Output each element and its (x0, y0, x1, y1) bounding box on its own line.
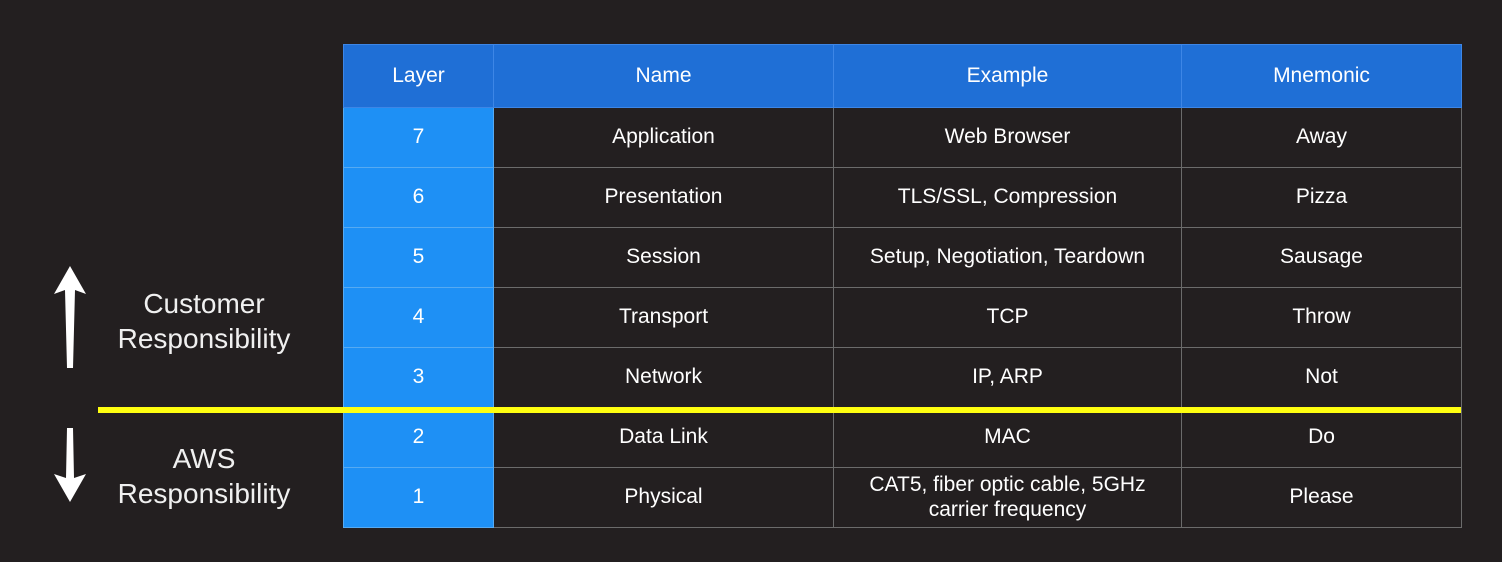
layer-example: Setup, Negotiation, Teardown (833, 227, 1182, 288)
layer-example: CAT5, fiber optic cable, 5GHz carrier fr… (833, 467, 1182, 528)
layer-mnemonic: Sausage (1181, 227, 1462, 288)
customer-label-line1: Customer (143, 288, 265, 319)
layer-mnemonic: Away (1181, 107, 1462, 168)
customer-label-line2: Responsibility (117, 323, 291, 354)
header-name: Name (493, 44, 834, 108)
layer-number: 4 (343, 287, 494, 348)
table-row: 4 Transport TCP Throw (343, 287, 1462, 348)
layer-name: Physical (493, 467, 834, 528)
responsibility-divider-line (98, 407, 1461, 413)
layer-mnemonic: Do (1181, 407, 1462, 468)
layer-example: Web Browser (833, 107, 1182, 168)
arrow-up-icon (54, 266, 86, 368)
table-row: 6 Presentation TLS/SSL, Compression Pizz… (343, 167, 1462, 228)
layer-example: TCP (833, 287, 1182, 348)
layer-example: TLS/SSL, Compression (833, 167, 1182, 228)
layer-example: MAC (833, 407, 1182, 468)
layer-mnemonic: Not (1181, 347, 1462, 408)
layer-name: Presentation (493, 167, 834, 228)
layer-name: Session (493, 227, 834, 288)
customer-responsibility-label: Customer Responsibility (94, 286, 314, 356)
layer-name: Data Link (493, 407, 834, 468)
layer-name: Application (493, 107, 834, 168)
table-row: 1 Physical CAT5, fiber optic cable, 5GHz… (343, 467, 1462, 528)
table-row: 7 Application Web Browser Away (343, 107, 1462, 168)
layer-number: 2 (343, 407, 494, 468)
layer-mnemonic: Pizza (1181, 167, 1462, 228)
header-example: Example (833, 44, 1182, 108)
layer-number: 7 (343, 107, 494, 168)
aws-label-line1: AWS (172, 443, 236, 474)
layer-name: Network (493, 347, 834, 408)
layer-number: 5 (343, 227, 494, 288)
layer-name: Transport (493, 287, 834, 348)
layer-mnemonic: Throw (1181, 287, 1462, 348)
layer-number: 1 (343, 467, 494, 528)
header-layer: Layer (343, 44, 494, 108)
layer-example: IP, ARP (833, 347, 1182, 408)
aws-responsibility-label: AWS Responsibility (94, 441, 314, 511)
osi-model-table: Layer Name Example Mnemonic 7 Applicatio… (343, 44, 1462, 528)
table-row: 2 Data Link MAC Do (343, 407, 1462, 468)
arrow-down-icon (54, 428, 86, 502)
layer-mnemonic: Please (1181, 467, 1462, 528)
table-row: 5 Session Setup, Negotiation, Teardown S… (343, 227, 1462, 288)
aws-label-line2: Responsibility (117, 478, 291, 509)
layer-number: 6 (343, 167, 494, 228)
table-header-row: Layer Name Example Mnemonic (343, 44, 1462, 108)
layer-number: 3 (343, 347, 494, 408)
header-mnemonic: Mnemonic (1181, 44, 1462, 108)
table-row: 3 Network IP, ARP Not (343, 347, 1462, 408)
